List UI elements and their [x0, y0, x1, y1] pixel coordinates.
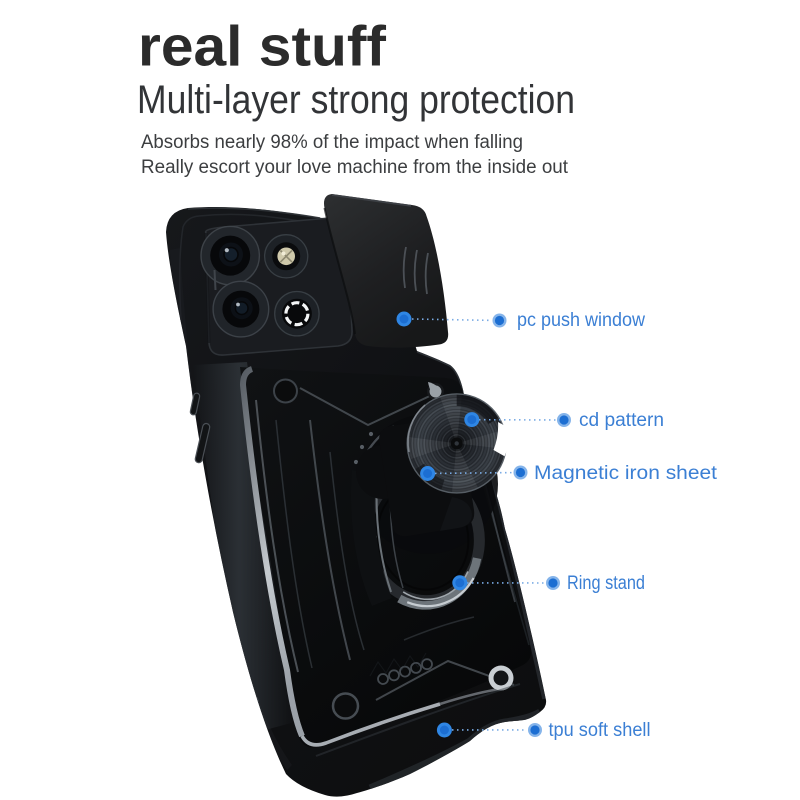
svg-text:real stuff: real stuff: [138, 15, 387, 79]
svg-text:tpu soft shell: tpu soft shell: [549, 720, 651, 741]
svg-text:Magnetic iron sheet: Magnetic iron sheet: [534, 463, 718, 484]
svg-text:Really escort your love machin: Really escort your love machine from the…: [141, 157, 569, 178]
svg-text:cd pattern: cd pattern: [579, 410, 664, 431]
svg-text:Ring stand: Ring stand: [567, 573, 645, 594]
svg-text:pc push window: pc push window: [517, 310, 645, 331]
svg-text:Multi-layer strong protection: Multi-layer strong protection: [137, 78, 575, 122]
svg-text:Absorbs nearly 98% of the impa: Absorbs nearly 98% of the impact when fa…: [141, 132, 523, 153]
